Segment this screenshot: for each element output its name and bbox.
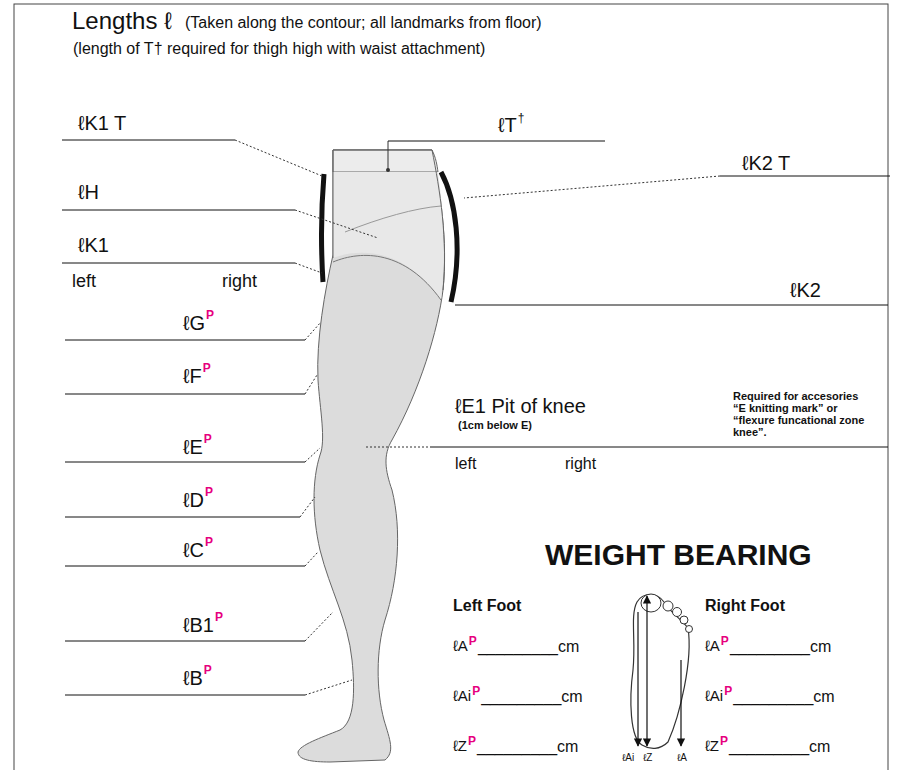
sizing-mark: P bbox=[205, 536, 213, 549]
sizing-mark: P bbox=[204, 664, 212, 677]
measure-label: ℓD bbox=[183, 489, 204, 511]
side-label: right bbox=[222, 272, 257, 292]
sizing-mark: P bbox=[215, 611, 223, 624]
measure-label: ℓG bbox=[183, 312, 205, 334]
entry-blank: _________cm bbox=[730, 638, 831, 656]
side-label: left bbox=[455, 455, 476, 473]
arrow-label: ℓZ bbox=[643, 752, 652, 763]
sizing-mark: P bbox=[724, 685, 732, 698]
measure-label: ℓA bbox=[705, 638, 720, 655]
section-heading: WEIGHT BEARING bbox=[545, 538, 812, 571]
measure-label: ℓK2 bbox=[790, 279, 821, 301]
entry-blank: _________cm bbox=[729, 738, 830, 756]
leg bbox=[298, 141, 457, 762]
sizing-mark: P bbox=[205, 486, 213, 499]
subtitle: (Taken along the contour; all landmarks … bbox=[185, 14, 542, 32]
measure-label: ℓF bbox=[183, 365, 202, 387]
side-label: left bbox=[72, 272, 96, 292]
measure-label: ℓK2 T bbox=[742, 152, 790, 174]
note: Required for accesories “E knitting mark… bbox=[733, 390, 873, 438]
measure-label: ℓZ bbox=[453, 738, 467, 755]
sizing-mark: P bbox=[206, 309, 214, 322]
sizing-mark: P bbox=[203, 362, 211, 375]
measure-label: ℓH bbox=[78, 181, 99, 203]
label-lines bbox=[62, 140, 890, 695]
entry-blank: _________cm bbox=[477, 738, 578, 756]
column-heading: Left Foot bbox=[453, 597, 521, 615]
sizing-mark: P bbox=[472, 685, 480, 698]
measure-label: ℓZ bbox=[705, 738, 719, 755]
measure-label: ℓT bbox=[498, 114, 517, 136]
measure-label: ℓK1 T bbox=[78, 112, 126, 134]
measure-label: ℓAi bbox=[453, 688, 471, 705]
side-label: right bbox=[565, 455, 596, 473]
sizing-mark: P bbox=[468, 735, 476, 748]
arrow-label: ℓAi bbox=[622, 752, 634, 763]
measure-label: ℓE bbox=[183, 436, 203, 458]
entry-blank: _________cm bbox=[481, 688, 582, 706]
foot-sole bbox=[631, 594, 693, 748]
sizing-mark: P bbox=[469, 635, 477, 648]
measure-label: ℓA bbox=[453, 638, 468, 655]
measure-label: ℓB bbox=[183, 667, 203, 689]
measure-label: ℓC bbox=[183, 539, 204, 561]
entry-blank: _________cm bbox=[733, 688, 834, 706]
measure-label: ℓAi bbox=[705, 688, 723, 705]
note: (1cm below E) bbox=[458, 419, 532, 431]
arrow-label: ℓA bbox=[677, 752, 687, 763]
subtitle: (length of T† required for thigh high wi… bbox=[73, 40, 485, 58]
measure-label: ℓE1 Pit of knee bbox=[455, 395, 586, 417]
measure-label: ℓK1 bbox=[78, 234, 109, 256]
sizing-mark: P bbox=[204, 433, 212, 446]
title: Lengths ℓ bbox=[72, 8, 172, 34]
measure-label: ℓB1 bbox=[183, 614, 214, 636]
frame bbox=[14, 4, 888, 770]
sizing-mark: P bbox=[720, 735, 728, 748]
sizing-mark: P bbox=[721, 635, 729, 648]
entry-blank: _________cm bbox=[478, 638, 579, 656]
footnote-mark: † bbox=[518, 112, 525, 125]
column-heading: Right Foot bbox=[705, 597, 785, 615]
